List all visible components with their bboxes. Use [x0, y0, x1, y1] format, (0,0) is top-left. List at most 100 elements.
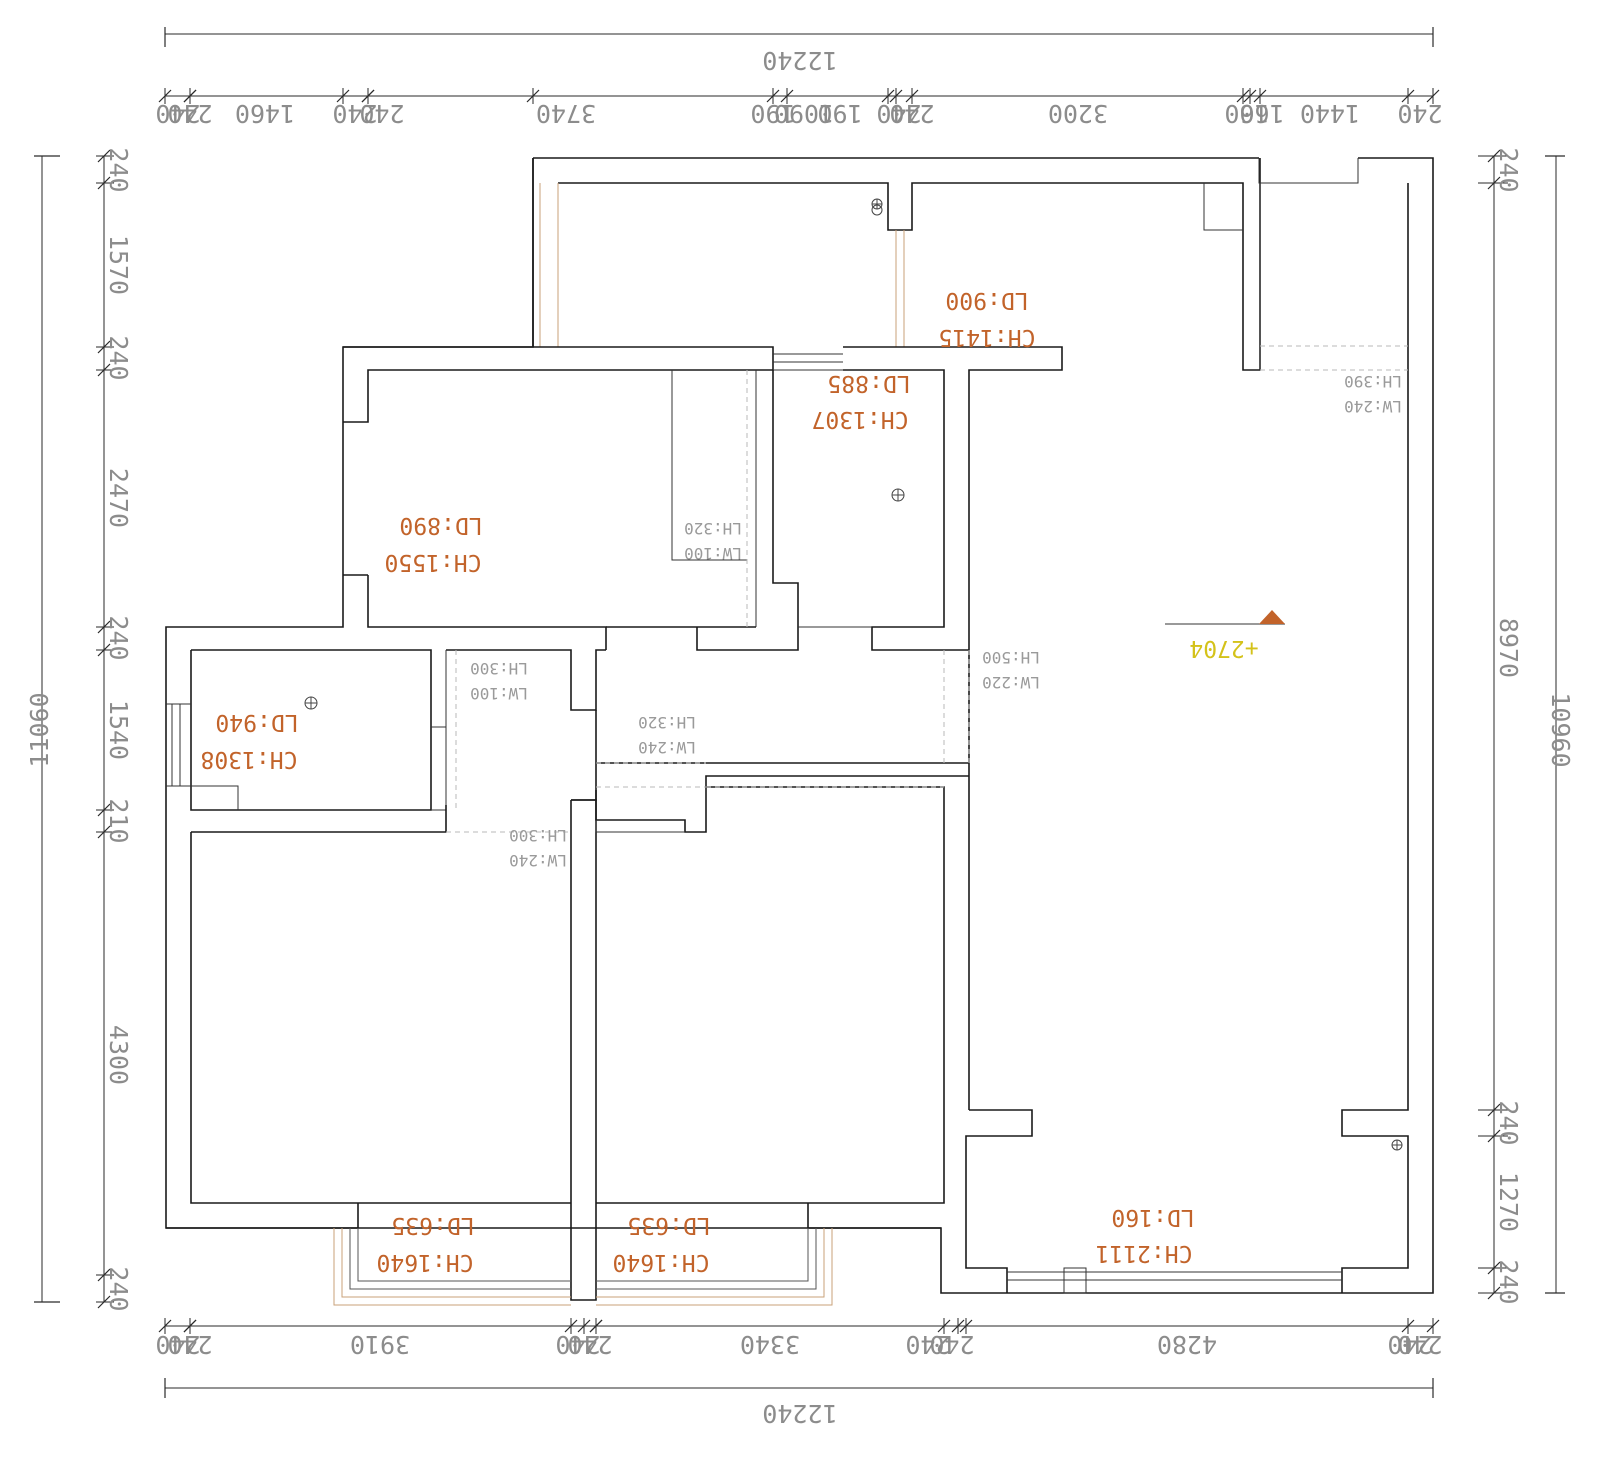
svg-text:LD:160: LD:160: [1111, 1204, 1194, 1230]
svg-text:LW:100: LW:100: [470, 684, 528, 703]
top-segment-dimension: 240: [359, 99, 404, 128]
room-label-7: LD:160 CH:2111: [1096, 1204, 1195, 1266]
bottom-segment-dimension: 240: [567, 1330, 612, 1359]
room-label-1: LD:900 CH:1415: [939, 287, 1036, 350]
bottom-total-dimension: 12240: [762, 1399, 837, 1428]
dimension-lines: [34, 27, 1565, 1398]
right-segment-dimension: 240: [1494, 1100, 1523, 1145]
left-segment-dimension: 240: [104, 615, 133, 660]
svg-text:LD:635: LD:635: [627, 1212, 710, 1238]
opening-label-2: LH:320 LW:100: [684, 519, 742, 563]
svg-text:LD:900: LD:900: [945, 287, 1028, 313]
top-segment-dimension: 1440: [1300, 99, 1360, 128]
right-segment-dimension: 240: [1494, 147, 1523, 192]
top-segment-dimension: 160: [1239, 99, 1284, 128]
svg-text:LW:240: LW:240: [1344, 397, 1402, 416]
room-label-6: LD:635 CH:1640: [613, 1212, 711, 1275]
top-segment-dimension: 1090: [774, 99, 834, 128]
opening-label-4: LH:300 LW:100: [470, 659, 528, 703]
bottom-segment-dimension: 240: [1387, 1330, 1432, 1359]
svg-text:CH:1307: CH:1307: [812, 406, 909, 432]
svg-text:LD:635: LD:635: [391, 1212, 474, 1238]
left-total-dimension: 11060: [25, 692, 54, 767]
opening-labels: LH:390 LW:240 LH:320 LW:100 LH:500 LW:22…: [470, 372, 1402, 870]
svg-text:LH:300: LH:300: [470, 659, 528, 678]
bottom-segment-dimension: 240: [155, 1330, 200, 1359]
left-segment-dimension: 240: [104, 147, 133, 192]
dashed-openings: [446, 345, 1408, 833]
room-label-3: LD:890 CH:1550: [385, 512, 483, 575]
svg-text:CH:1308: CH:1308: [201, 746, 298, 772]
top-segment-dimension: 240: [889, 99, 934, 128]
ceiling-light-icon: [1391, 1139, 1403, 1151]
top-segment-dimension: 3200: [1048, 99, 1108, 128]
svg-text:LW:220: LW:220: [982, 673, 1040, 692]
top-segment-dimension: 190: [817, 99, 862, 128]
top-segment-dimension: 160: [1224, 99, 1269, 128]
right-total-dimension: 10960: [1546, 692, 1575, 767]
svg-text:LH:390: LH:390: [1344, 372, 1402, 391]
opening-label-1: LH:390 LW:240: [1344, 372, 1402, 416]
ceiling-light-icon: [304, 696, 318, 710]
svg-text:LD:885: LD:885: [827, 370, 910, 396]
left-segment-dimension: 240: [104, 335, 133, 380]
svg-text:LH:500: LH:500: [982, 648, 1040, 667]
svg-text:LD:890: LD:890: [399, 512, 482, 538]
bottom-segment-dimension: 240: [1397, 1330, 1442, 1359]
opening-label-6: LH:300 LW:240: [509, 826, 567, 870]
top-segment-dimension: 3740: [536, 99, 596, 128]
top-segment-dimension: 240: [155, 99, 200, 128]
room-label-4: LD:940 CH:1308: [201, 709, 299, 772]
svg-text:LH:320: LH:320: [684, 519, 742, 538]
top-segment-dimension: 1460: [235, 99, 295, 128]
bottom-segment-dimension: 3910: [350, 1330, 410, 1359]
left-segment-dimension: 240: [104, 1266, 133, 1311]
ceiling-light-icon: [871, 204, 883, 216]
svg-text:LW:240: LW:240: [509, 851, 567, 870]
level-label: +2704: [1189, 635, 1258, 661]
svg-text:CH:1640: CH:1640: [613, 1249, 710, 1275]
room-label-5: LD:635 CH:1640: [377, 1212, 475, 1275]
bottom-segment-dimension: 240: [167, 1330, 212, 1359]
svg-text:LH:300: LH:300: [509, 826, 567, 845]
left-segment-dimension: 1570: [104, 235, 133, 295]
top-segment-dimension: 190: [750, 99, 795, 128]
bottom-segment-dimension: 240: [555, 1330, 600, 1359]
bottom-segment-dimension: 3340: [740, 1330, 800, 1359]
level-triangle-icon: [1259, 610, 1285, 624]
walls: [165, 157, 1434, 1306]
right-segment-dimension: 240: [1494, 1259, 1523, 1304]
top-segment-dimension: 240: [167, 99, 212, 128]
bottom-segment-dimension: 240: [929, 1330, 974, 1359]
room-label-2: LD:885 CH:1307: [812, 370, 911, 432]
svg-text:LW:100: LW:100: [684, 544, 742, 563]
bottom-segment-dimension: 240: [905, 1330, 950, 1359]
left-segment-dimension: 210: [104, 798, 133, 843]
svg-text:CH:1415: CH:1415: [939, 324, 1036, 350]
bottom-segment-dimension: 4280: [1157, 1330, 1217, 1359]
ceiling-light-icon: [871, 198, 883, 210]
level-marker: +2704: [1165, 610, 1285, 661]
svg-text:LW:240: LW:240: [638, 738, 696, 757]
top-segment-dimension: 240: [1397, 99, 1442, 128]
opening-label-5: LH:320 LW:240: [638, 713, 696, 757]
right-segment-dimension: 1270: [1494, 1172, 1523, 1232]
left-segment-dimension: 1540: [104, 700, 133, 760]
opening-label-3: LH:500 LW:220: [982, 648, 1040, 692]
svg-text:CH:1640: CH:1640: [377, 1249, 474, 1275]
fixture-symbols: [304, 198, 1403, 1151]
svg-text:CH:1550: CH:1550: [385, 549, 482, 575]
left-segment-dimension: 2470: [104, 468, 133, 528]
room-labels: LD:900 CH:1415 LD:885 CH:1307 LD:890 CH:…: [201, 287, 1195, 1275]
ceiling-light-icon: [891, 488, 905, 502]
svg-text:LH:320: LH:320: [638, 713, 696, 732]
svg-text:LD:940: LD:940: [215, 709, 298, 735]
svg-text:CH:2111: CH:2111: [1096, 1240, 1193, 1266]
top-total-dimension: 12240: [762, 46, 837, 75]
top-segment-dimension: 240: [876, 99, 921, 128]
left-segment-dimension: 4300: [104, 1025, 133, 1085]
top-segment-dimension: 240: [332, 99, 377, 128]
